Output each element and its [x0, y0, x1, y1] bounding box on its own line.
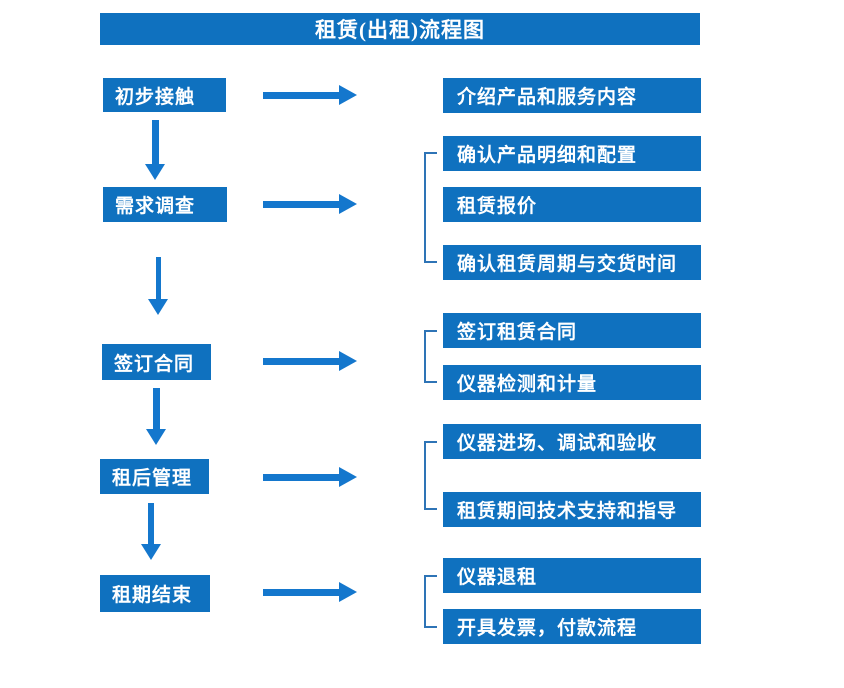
step-box-demand-survey: 需求调查	[103, 187, 227, 222]
detail-box: 仪器检测和计量	[443, 365, 701, 400]
down-arrow-icon	[148, 257, 168, 315]
detail-box: 仪器退租	[443, 558, 701, 593]
detail-box: 确认租赁周期与交货时间	[443, 245, 701, 280]
right-arrow-icon	[263, 467, 357, 487]
detail-box: 租赁报价	[443, 187, 701, 222]
diagram-title: 租赁(出租)流程图	[100, 13, 700, 45]
down-arrow-icon	[141, 503, 161, 560]
step-box-initial-contact: 初步接触	[103, 78, 226, 112]
group-bracket	[424, 330, 437, 383]
detail-box: 介绍产品和服务内容	[443, 78, 701, 113]
right-arrow-icon	[263, 351, 357, 371]
detail-box: 确认产品明细和配置	[443, 136, 701, 171]
step-box-rental-end: 租期结束	[100, 575, 210, 612]
detail-box: 签订租赁合同	[443, 313, 701, 348]
group-bracket	[424, 575, 437, 628]
right-arrow-icon	[263, 85, 357, 105]
detail-box: 开具发票，付款流程	[443, 609, 701, 644]
step-box-sign-contract: 签订合同	[102, 344, 211, 380]
detail-box: 租赁期间技术支持和指导	[443, 492, 701, 527]
right-arrow-icon	[263, 582, 357, 602]
down-arrow-icon	[146, 388, 166, 445]
group-bracket	[424, 152, 437, 263]
detail-box: 仪器进场、调试和验收	[443, 424, 701, 459]
down-arrow-icon	[145, 120, 165, 180]
right-arrow-icon	[263, 194, 357, 214]
step-box-post-rental-management: 租后管理	[100, 459, 209, 494]
group-bracket	[424, 441, 437, 510]
